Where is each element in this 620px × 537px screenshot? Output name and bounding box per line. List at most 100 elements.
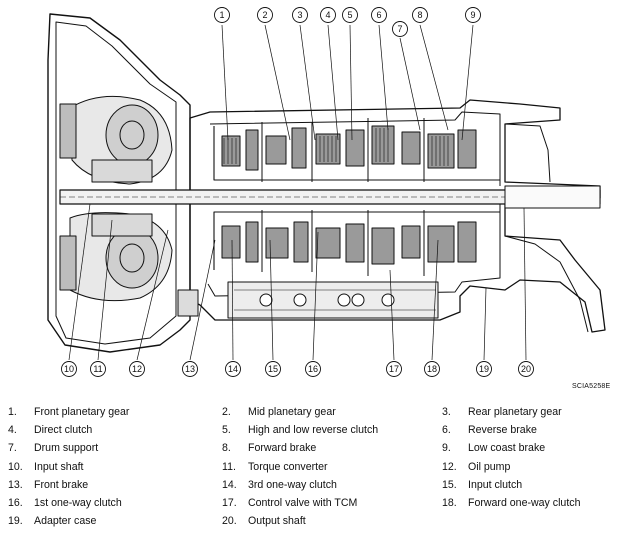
legend-label: Control valve with TCM xyxy=(248,497,358,510)
legend-number: 9. xyxy=(442,442,451,455)
callout-circle xyxy=(305,361,321,377)
callout-number: 3 xyxy=(297,10,302,20)
callout-circle xyxy=(90,361,106,377)
legend-number: 3. xyxy=(442,406,451,419)
callout-number: 5 xyxy=(347,10,352,20)
legend-number: 15. xyxy=(442,478,457,491)
adapter-case xyxy=(504,123,589,333)
legend-number: 7. xyxy=(8,442,17,455)
callout-number: 8 xyxy=(417,10,422,20)
legend-item: 9. Low coast brake xyxy=(442,442,614,454)
callout-circle xyxy=(386,361,402,377)
converter-housing xyxy=(47,13,191,353)
callout-circle xyxy=(392,21,408,37)
callout-7: 7 xyxy=(392,21,408,37)
callout-number: 13 xyxy=(185,364,195,374)
callout-number: 14 xyxy=(228,364,238,374)
legend-item: 20.Output shaft xyxy=(222,515,442,527)
legend-label: Drum support xyxy=(34,442,99,455)
legend-number: 10. xyxy=(8,460,23,473)
legend-item: 6.Reverse brake xyxy=(442,424,614,436)
output-shaft xyxy=(504,185,601,209)
callout-13: 13 xyxy=(182,361,198,377)
figure-code: SCIA5258E xyxy=(572,383,611,390)
legend-number: 17. xyxy=(222,497,237,510)
callout-number: 10 xyxy=(64,364,74,374)
legend-number: 16. xyxy=(8,497,23,510)
legend-item: 4.Direct clutch xyxy=(8,424,222,436)
legend-number: 5. xyxy=(222,424,231,437)
callout-3: 3 xyxy=(292,7,308,23)
callout-circle xyxy=(424,361,440,377)
legend-label: Forward one-way clutch xyxy=(468,497,581,510)
legend-item: 1.Front planetary gear xyxy=(8,406,222,418)
legend-item: 7. Drum support xyxy=(8,442,222,454)
legend-item: 15. Input clutch xyxy=(442,479,614,491)
legend-label: 3rd one-way clutch xyxy=(248,478,337,491)
callout-circle xyxy=(214,7,230,23)
legend-label: Reverse brake xyxy=(468,424,537,437)
callout-number: 4 xyxy=(325,10,330,20)
callout-19: 19 xyxy=(476,361,492,377)
legend-item: 13.Front brake xyxy=(8,479,222,491)
legend-label: Input shaft xyxy=(34,460,84,473)
callout-circle xyxy=(257,7,273,23)
callout-4: 4 xyxy=(320,7,336,23)
legend-label: Low coast brake xyxy=(468,442,546,455)
legend-number: 18. xyxy=(442,497,457,510)
legend-number: 1. xyxy=(8,406,17,419)
callout-1: 1 xyxy=(214,7,230,23)
leader-lines xyxy=(68,24,527,361)
legend-label: Front brake xyxy=(34,478,89,491)
callout-number: 12 xyxy=(132,364,142,374)
legend-item: 18. Forward one-way clutch xyxy=(442,497,614,509)
legend-label: Mid planetary gear xyxy=(248,406,336,419)
legend-row: 16. 1st one-way clutch 17. Control valve wi… xyxy=(8,494,614,512)
legend-label: Adapter case xyxy=(34,515,97,528)
legend-label: Torque converter xyxy=(248,460,328,473)
callout-circle xyxy=(342,7,358,23)
callout-number: 9 xyxy=(470,10,475,20)
callout-number: 6 xyxy=(376,10,381,20)
legend-label: Input clutch xyxy=(468,478,523,491)
callout-circle xyxy=(292,7,308,23)
callout-9: 9 xyxy=(465,7,481,23)
callout-17: 17 xyxy=(386,361,402,377)
legend-item: 12.Oil pump xyxy=(442,461,614,473)
callout-circle xyxy=(320,7,336,23)
callout-circle xyxy=(61,361,77,377)
callout-number: 17 xyxy=(389,364,399,374)
legend-label: 1st one-way clutch xyxy=(34,497,122,510)
legend-number: 2. xyxy=(222,406,231,419)
main-case xyxy=(189,99,606,333)
callout-circle xyxy=(518,361,534,377)
legend-label: Rear planetary gear xyxy=(468,406,562,419)
callout-14: 14 xyxy=(225,361,241,377)
legend-item: 10. Input shaft xyxy=(8,461,222,473)
callout-18: 18 xyxy=(424,361,440,377)
callout-circle xyxy=(129,361,145,377)
callout-15: 15 xyxy=(265,361,281,377)
legend-label: Direct clutch xyxy=(34,424,93,437)
transmission-drawing xyxy=(47,13,606,353)
callout-number: 18 xyxy=(427,364,437,374)
legend-number: 14. xyxy=(222,478,237,491)
callout-10: 10 xyxy=(61,361,77,377)
clutch-packs-upper xyxy=(221,125,477,171)
legend-label: Output shaft xyxy=(248,515,306,528)
legend-label: Oil pump xyxy=(468,460,511,473)
callout-circle xyxy=(371,7,387,23)
legend-number: 11. xyxy=(222,460,236,473)
legend-item: 5.High and low reverse clutch xyxy=(222,424,442,436)
callout-2: 2 xyxy=(257,7,273,23)
callout-11: 11 xyxy=(90,361,106,377)
legend-label: Forward brake xyxy=(248,442,317,455)
